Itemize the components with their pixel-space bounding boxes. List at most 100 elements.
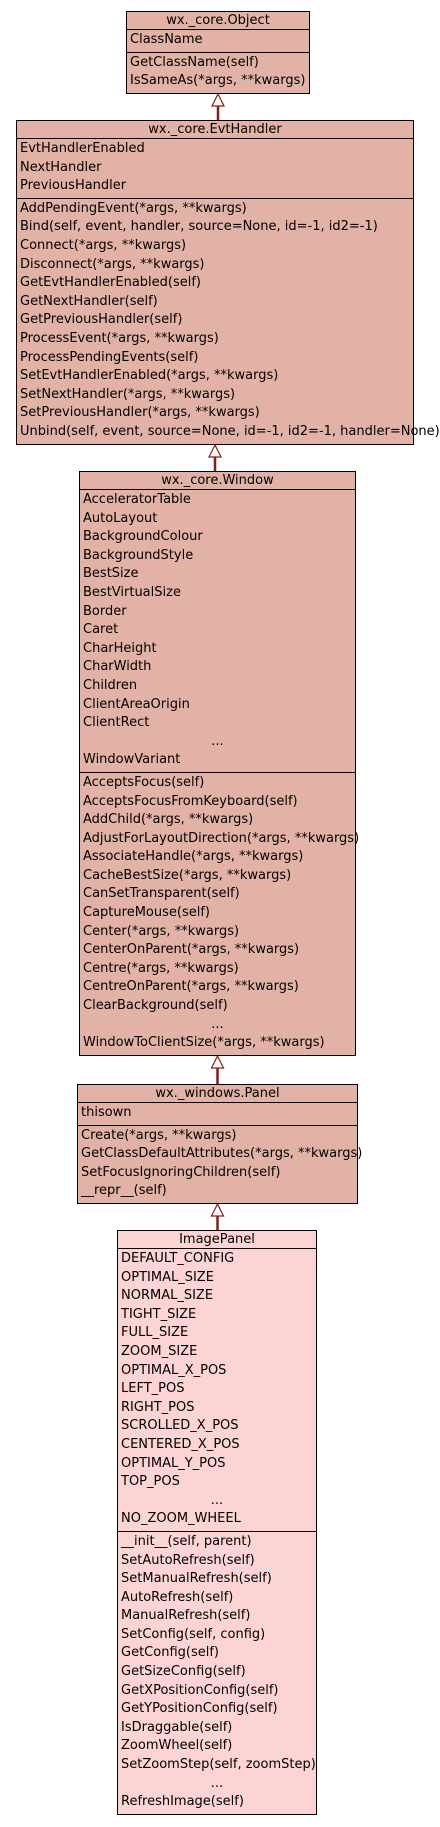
attribute-row: EvtHandlerEnabled <box>20 141 145 156</box>
method-row: GetXPositionConfig(self) <box>121 1682 279 1698</box>
method-row: GetClassName(self) <box>130 54 259 70</box>
attribute-row: TIGHT_SIZE <box>121 1306 197 1322</box>
attribute-row: DEFAULT_CONFIG <box>121 1251 235 1266</box>
method-row: SetAutoRefresh(self) <box>121 1552 255 1568</box>
ellipsis-row: ... <box>211 1016 224 1032</box>
attribute-row: TOP_POS <box>121 1474 180 1490</box>
method-row: ManualRefresh(self) <box>121 1608 251 1624</box>
method-row: SetZoomStep(self, zoomStep) <box>121 1757 316 1773</box>
attribute-row: BestSize <box>83 566 139 582</box>
method-row: AddChild(*args, **kwargs) <box>83 812 254 828</box>
method-row: ClearBackground(self) <box>83 998 228 1014</box>
method-row: AddPendingEvent(*args, **kwargs) <box>20 200 247 216</box>
method-row: RefreshImage(self) <box>121 1794 244 1810</box>
method-row: __init__(self, parent) <box>121 1533 252 1549</box>
attribute-row: ClassName <box>130 32 203 47</box>
class-methods-section: AcceptsFocus(self) AcceptsFocusFromKeyboa… <box>80 771 360 1055</box>
attribute-row: AutoLayout <box>83 510 158 526</box>
attribute-row: ClientRect <box>83 715 150 731</box>
method-row: IsDraggable(self) <box>121 1719 233 1735</box>
method-row: AdjustForLayoutDirection(*args, **kwargs… <box>83 830 360 846</box>
class-title: wx._core.Window <box>80 472 355 490</box>
class-methods-section: Create(*args, **kwargs) GetClassDefaultAt… <box>78 1124 363 1203</box>
attribute-row: CharHeight <box>83 640 157 656</box>
attribute-row: BestVirtualSize <box>83 584 181 600</box>
attribute-row: WindowVariant <box>83 752 181 768</box>
method-row: SetFocusIgnoringChildren(self) <box>81 1164 281 1180</box>
method-row: ZoomWheel(self) <box>121 1738 233 1754</box>
class-attributes-section: thisown <box>78 1103 357 1125</box>
attribute-row: thisown <box>81 1105 132 1120</box>
method-row: AssociateHandle(*args, **kwargs) <box>83 849 304 865</box>
method-row: AcceptsFocusFromKeyboard(self) <box>83 793 298 809</box>
method-row: Unbind(self, event, source=None, id=-1, … <box>20 423 440 439</box>
method-row: Connect(*args, **kwargs) <box>20 237 187 253</box>
attribute-row: AcceleratorTable <box>83 492 191 507</box>
method-row: SetManualRefresh(self) <box>121 1571 272 1587</box>
method-row: SetPreviousHandler(*args, **kwargs) <box>20 405 260 421</box>
attribute-row: Children <box>83 677 138 693</box>
attribute-row: BackgroundColour <box>83 529 203 545</box>
attribute-row: NORMAL_SIZE <box>121 1288 214 1304</box>
method-row: WindowToClientSize(*args, **kwargs) <box>83 1035 325 1051</box>
method-row: CanSetTransparent(self) <box>83 886 240 902</box>
method-row: GetYPositionConfig(self) <box>121 1701 278 1717</box>
class-title: wx._windows.Panel <box>78 1085 357 1103</box>
attribute-row: LEFT_POS <box>121 1381 185 1397</box>
ellipsis-row: ... <box>211 733 224 749</box>
inheritance-arrowhead <box>208 443 222 458</box>
class-attributes-section: DEFAULT_CONFIG OPTIMAL_SIZE NORMAL_SIZE TIG… <box>118 1249 316 1531</box>
attribute-row: ClientAreaOrigin <box>83 696 190 712</box>
method-row: GetNextHandler(self) <box>20 293 158 309</box>
attribute-row: RIGHT_POS <box>121 1399 195 1415</box>
class-attributes-section: ClassName <box>127 30 309 52</box>
attribute-row: SCROLLED_X_POS <box>121 1418 239 1434</box>
class-methods-section: GetClassName(self) IsSameAs(*args, **kwar… <box>127 51 309 93</box>
method-row: GetSizeConfig(self) <box>121 1664 246 1680</box>
method-row: AutoRefresh(self) <box>121 1589 234 1605</box>
attribute-row: CENTERED_X_POS <box>121 1436 240 1452</box>
class-methods-section: AddPendingEvent(*args, **kwargs)Bind(sel… <box>17 197 440 444</box>
class-title: wx._core.EvtHandler <box>17 121 413 139</box>
method-row: ProcessEvent(*args, **kwargs) <box>20 330 219 346</box>
method-row: IsSameAs(*args, **kwargs) <box>130 73 306 89</box>
inheritance-arrowhead <box>210 1202 225 1217</box>
ellipsis-row: ... <box>210 1492 224 1508</box>
method-row: SetConfig(self, config) <box>121 1626 266 1642</box>
attribute-row: ZOOM_SIZE <box>121 1343 198 1359</box>
attribute-row: CharWidth <box>83 659 152 675</box>
method-row: GetPreviousHandler(self) <box>20 312 183 328</box>
attribute-row: FULL_SIZE <box>121 1325 189 1341</box>
attribute-row: Caret <box>83 622 119 638</box>
method-row: Create(*args, **kwargs) <box>81 1127 237 1143</box>
method-row: SetEvtHandlerEnabled(*args, **kwargs) <box>20 368 279 384</box>
method-row: __repr__(self) <box>81 1183 167 1199</box>
method-row: SetNextHandler(*args, **kwargs) <box>20 386 236 402</box>
ellipsis-row: ... <box>210 1775 224 1791</box>
class-title: ImagePanel <box>118 1231 316 1249</box>
method-row: Disconnect(*args, **kwargs) <box>20 256 205 272</box>
inheritance-arrowhead <box>211 92 225 107</box>
attribute-row: Border <box>83 603 127 619</box>
method-row: AcceptsFocus(self) <box>83 774 205 790</box>
attribute-row: OPTIMAL_X_POS <box>121 1362 227 1378</box>
attribute-row: PreviousHandler <box>20 178 127 194</box>
attribute-row: OPTIMAL_SIZE <box>121 1269 214 1285</box>
attribute-row: NextHandler <box>20 159 102 175</box>
method-row: GetEvtHandlerEnabled(self) <box>20 275 201 291</box>
method-row: GetClassDefaultAttributes(*args, **kwarg… <box>81 1146 363 1162</box>
method-row: CacheBestSize(*args, **kwargs) <box>83 867 292 883</box>
method-row: CaptureMouse(self) <box>83 905 210 921</box>
inheritance-arrowhead <box>210 1054 225 1069</box>
method-row: Centre(*args, **kwargs) <box>83 960 239 976</box>
attribute-row: OPTIMAL_Y_POS <box>121 1455 226 1471</box>
attribute-row: BackgroundStyle <box>83 547 194 563</box>
method-row: ProcessPendingEvents(self) <box>20 349 199 365</box>
